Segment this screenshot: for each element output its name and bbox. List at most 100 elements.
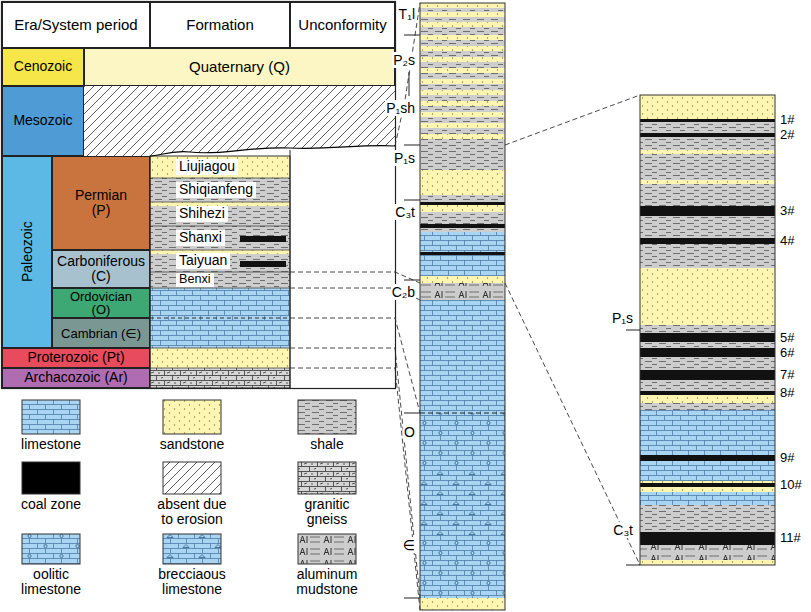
- stratum-layer: [150, 288, 290, 348]
- unit-tick: [626, 330, 640, 331]
- unit-tick: [404, 598, 420, 599]
- unit-tick: [404, 280, 420, 281]
- stratum-layer: [420, 232, 505, 252]
- legend-label: brecciaous limestone: [152, 567, 232, 598]
- coal-seam-number: 7#: [779, 368, 795, 383]
- stratum-layer: [640, 403, 775, 410]
- stratum-layer: [640, 342, 775, 348]
- stratum-layer: [420, 117, 505, 123]
- layer-boundary: [150, 288, 290, 289]
- unit-code: O: [403, 424, 416, 440]
- system-cell: Ordovician (O): [52, 288, 150, 318]
- legend-swatch-fill: [22, 462, 80, 494]
- legend-swatch: [162, 461, 222, 495]
- system-cell: Permian (P): [52, 156, 150, 250]
- stratum-layer: [420, 255, 505, 276]
- stratum-layer: [640, 487, 775, 492]
- stratum-layer: [420, 123, 505, 128]
- legend-swatch-fill: [22, 534, 80, 564]
- unit-code: C₂b: [391, 284, 416, 300]
- stratum-layer: [420, 101, 505, 106]
- erosion-hatch: [84, 86, 395, 156]
- unit-tick: [409, 72, 410, 96]
- coal-seam-number: 8#: [779, 386, 795, 401]
- stratum-layer: [420, 252, 505, 255]
- legend-swatch-fill: [163, 462, 221, 494]
- coal-seam-number: 1#: [779, 113, 795, 128]
- stratum-layer: [420, 51, 505, 57]
- stratum-layer: [420, 27, 505, 35]
- stratum-layer: [640, 461, 775, 481]
- stratum-layer: [640, 150, 775, 154]
- correlation-line: [395, 3, 420, 146]
- stratum-layer: [420, 205, 505, 212]
- stratum-layer: [640, 357, 775, 370]
- correlation-line: [290, 348, 420, 598]
- stratum-layer: [420, 22, 505, 27]
- table-cell-text: Formation: [186, 17, 254, 34]
- coal-seam-number: 11#: [779, 531, 802, 546]
- layer-boundary: [150, 272, 290, 273]
- table-cell-text: Quaternary (Q): [189, 59, 290, 76]
- stratum-layer: [640, 348, 775, 357]
- stratum-layer: [640, 119, 775, 122]
- stratum-layer: [420, 134, 505, 139]
- legend-swatch: [162, 533, 222, 565]
- stratum-layer: [150, 348, 290, 368]
- coal-seam-number: 6#: [779, 346, 795, 361]
- legend-swatch-fill: [163, 534, 221, 564]
- stratum-layer: [150, 368, 290, 388]
- unit-tick: [404, 145, 420, 146]
- stratum-layer: [420, 224, 505, 228]
- stratum-layer: [420, 470, 505, 540]
- stratum-layer: [420, 195, 505, 202]
- era-cell: Paleozoic: [2, 156, 52, 348]
- legend-swatch: [297, 399, 357, 435]
- formation-band: Shihezi: [150, 202, 290, 226]
- system-cell: Quaternary (Q): [84, 48, 395, 86]
- system-cell: Cambrian (∈): [52, 318, 150, 348]
- stratum-layer: [420, 413, 505, 470]
- layer-boundary: [150, 178, 290, 179]
- column-outline: [420, 3, 505, 610]
- formation-name: Liujiagou: [176, 159, 238, 174]
- stratum-layer: [150, 156, 290, 178]
- header-cell: Era/System period: [2, 2, 150, 48]
- stratum-layer: [640, 545, 775, 560]
- column-outline: [150, 156, 290, 388]
- stratum-layer: [420, 170, 505, 195]
- layer-boundary: [150, 202, 290, 203]
- legend-swatch-fill: [298, 400, 356, 434]
- unit-code: P₁s: [611, 310, 634, 326]
- main-stratigraphic-column: [420, 3, 505, 610]
- detail-stratigraphic-column: [640, 95, 775, 565]
- stratum-layer: [640, 95, 775, 119]
- legend-label: aluminum mudstone: [287, 567, 367, 598]
- coal-seam-number: 10#: [779, 478, 803, 493]
- stratum-layer: [420, 540, 505, 598]
- unit-code: T₁l: [398, 6, 416, 22]
- table-cell-text: Archacozoic (Ar): [24, 370, 127, 385]
- legend-swatch: [297, 533, 357, 565]
- correlation-line: [505, 283, 640, 565]
- stratum-layer: [640, 184, 775, 206]
- system-cell: Carboniferous (C): [52, 250, 150, 288]
- stratum-layer: [640, 244, 775, 268]
- coal-seam-number: 3#: [779, 204, 795, 219]
- unit-tick: [626, 565, 640, 566]
- formation-column: [150, 156, 290, 388]
- unit-tick: [404, 413, 420, 414]
- stratum-layer: [420, 139, 505, 145]
- stratum-layer: [640, 492, 775, 505]
- legend-swatch-fill: [298, 534, 356, 564]
- stratum-layer: [420, 84, 505, 90]
- legend-label: sandstone: [152, 437, 232, 452]
- stratum-layer: [640, 391, 775, 395]
- stratum-layer: [640, 455, 775, 461]
- unit-code: ∈: [402, 537, 416, 553]
- stratum-layer: [420, 283, 505, 300]
- stratum-layer: [420, 112, 505, 117]
- table-cell-text: Ordovician (O): [61, 290, 141, 316]
- stratum-layer: [150, 272, 290, 288]
- stratum-layer: [640, 560, 775, 565]
